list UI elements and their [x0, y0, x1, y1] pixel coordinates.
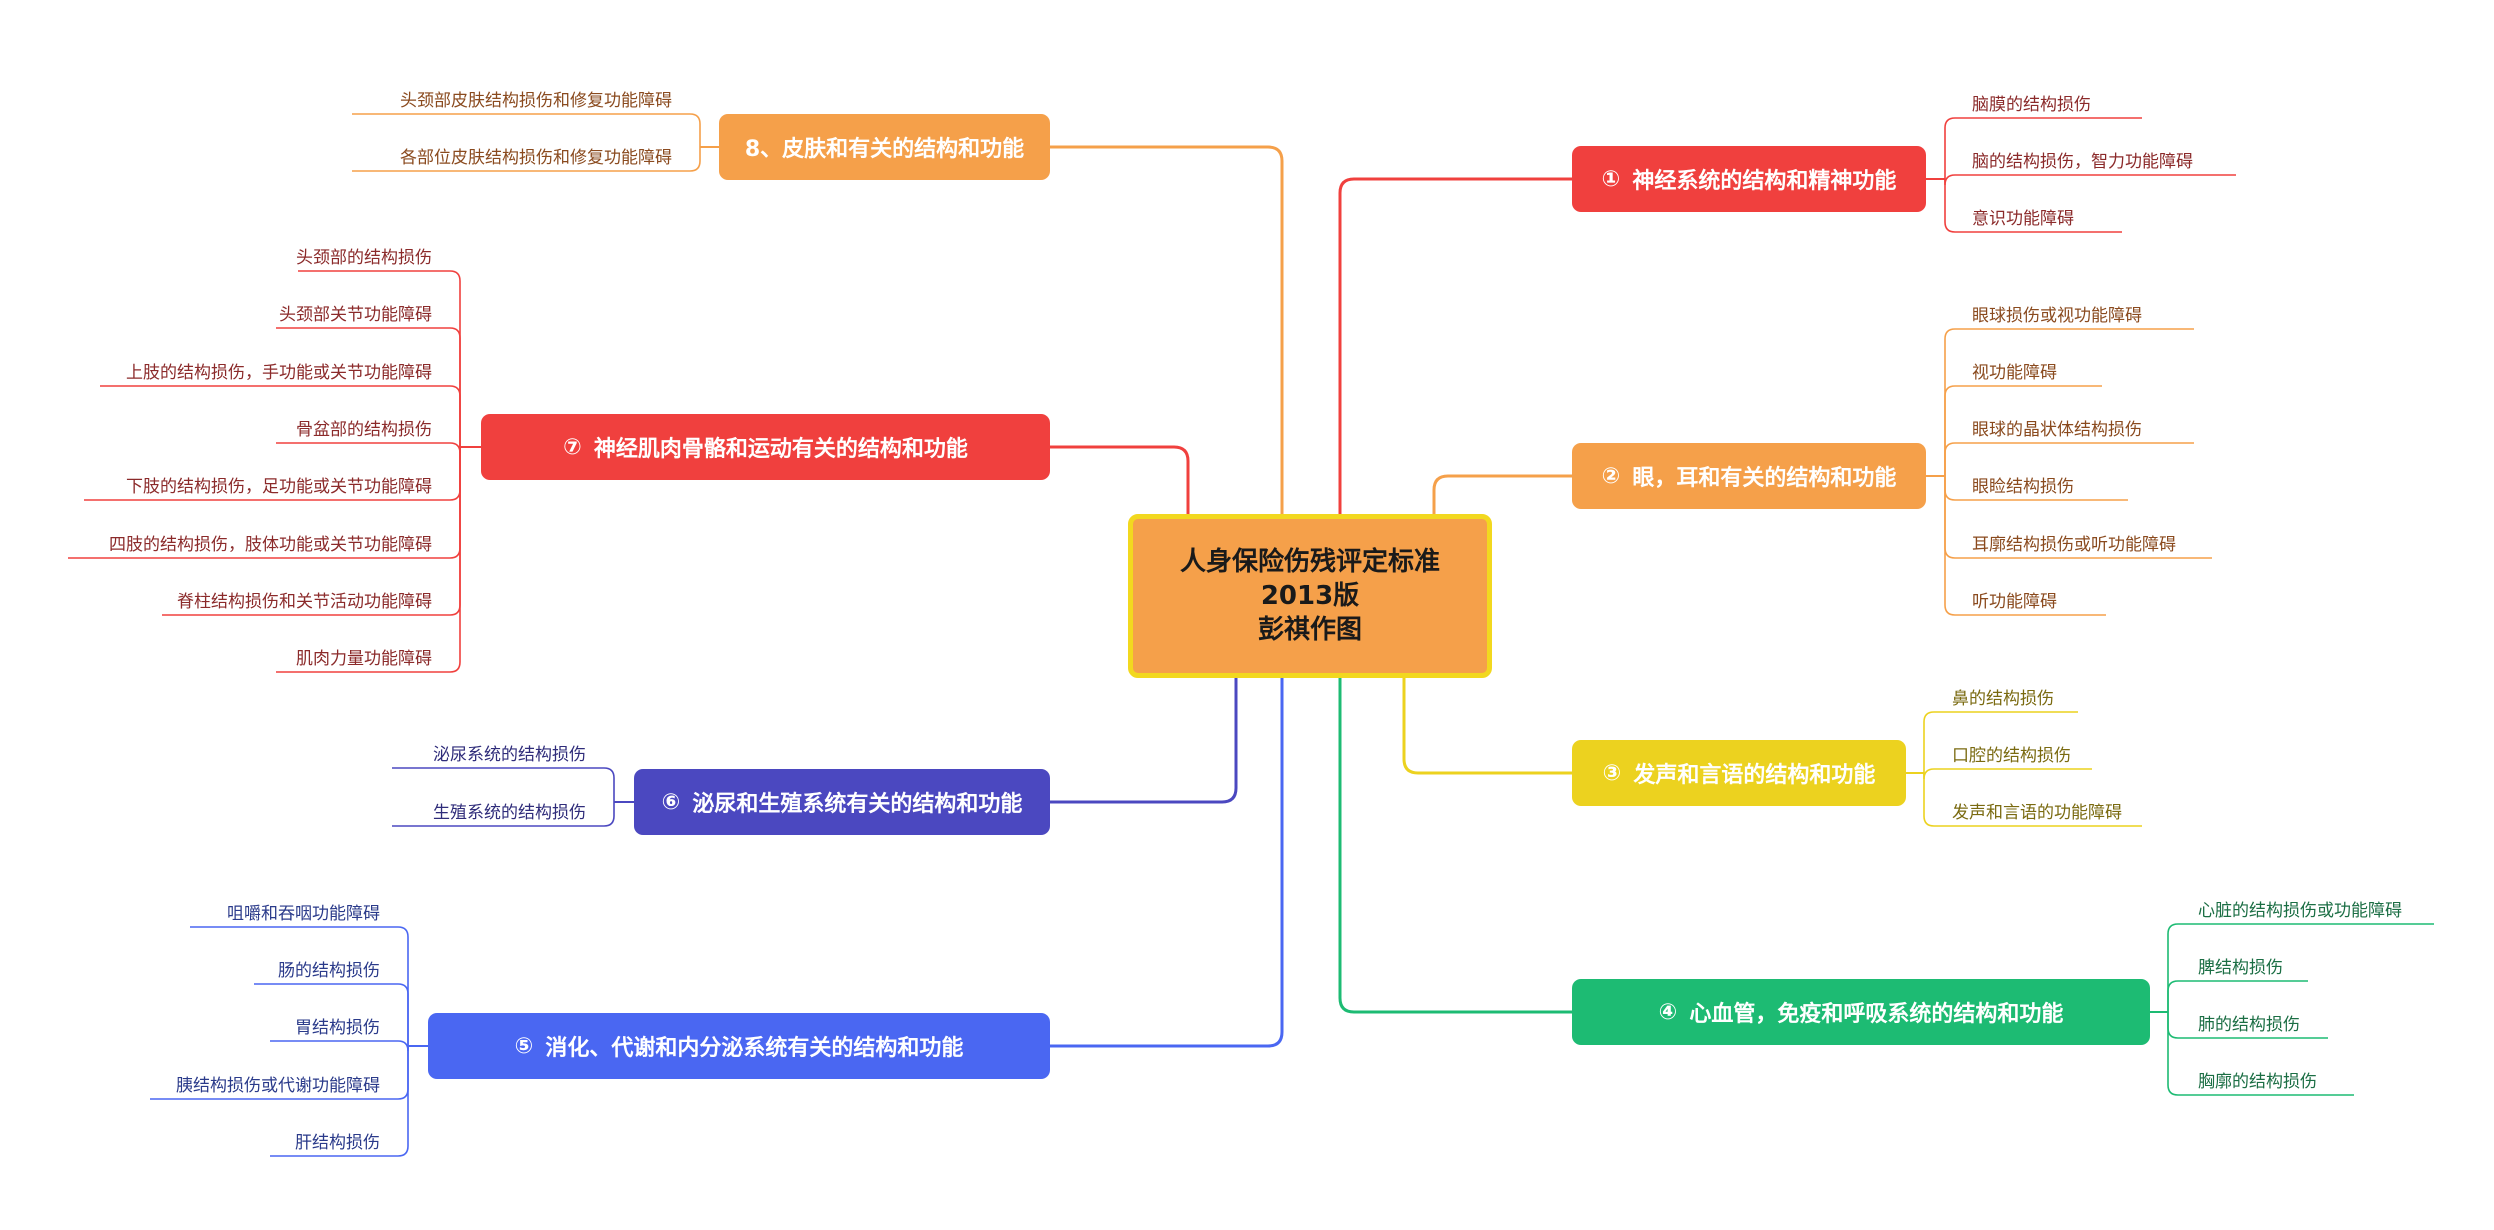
- leaf-connector: [190, 926, 409, 1046]
- branch-label: 神经肌肉骨骼和运动有关的结构和功能: [593, 437, 968, 462]
- leaf-connector: [1944, 328, 2194, 476]
- leaf-topic[interactable]: 各部位皮肤结构损伤和修复功能障碍: [400, 148, 672, 168]
- leaf-topic[interactable]: 骨盆部的结构损伤: [296, 420, 432, 440]
- leaf-connector: [1923, 711, 2078, 773]
- branch-node-8[interactable]: 8、皮肤和有关的结构和功能: [719, 114, 1050, 180]
- branch-label: 眼，耳和有关的结构和功能: [1632, 466, 1897, 491]
- branch-node-7[interactable]: ⑦ 神经肌肉骨骼和运动有关的结构和功能: [481, 414, 1050, 480]
- leaf-connector: [2167, 923, 2434, 1012]
- leaf-topic[interactable]: 脊柱结构损伤和关节活动功能障碍: [177, 592, 432, 612]
- leaf-connector: [1944, 117, 2142, 179]
- leaf-topic[interactable]: 脑膜的结构损伤: [1972, 95, 2091, 115]
- leaf-connector: [392, 767, 615, 802]
- leaf-topic[interactable]: 听功能障碍: [1972, 592, 2057, 612]
- leaf-topic[interactable]: 脑的结构损伤，智力功能障碍: [1972, 152, 2193, 172]
- leaf-topic[interactable]: 下肢的结构损伤，足功能或关节功能障碍: [126, 477, 432, 497]
- branch-number: ③: [1602, 760, 1622, 786]
- branch-connector-6: [1050, 678, 1238, 804]
- leaf-topic[interactable]: 肝结构损伤: [295, 1133, 380, 1153]
- leaf-connector: [1944, 179, 2122, 233]
- leaf-connector: [2167, 1012, 2354, 1096]
- branch-number: ①: [1601, 166, 1621, 192]
- central-topic[interactable]: 人身保险伤残评定标准 2013版 彭祺作图: [1128, 514, 1492, 678]
- leaf-topic[interactable]: 发声和言语的功能障碍: [1952, 803, 2122, 823]
- leaf-connector: [298, 270, 461, 447]
- branch-number: ②: [1601, 463, 1621, 489]
- branch-node-4[interactable]: ④ 心血管，免疫和呼吸系统的结构和功能: [1572, 979, 2150, 1045]
- branch-node-3[interactable]: ③ 发声和言语的结构和功能: [1572, 740, 1906, 806]
- leaf-topic[interactable]: 眼球损伤或视功能障碍: [1972, 306, 2142, 326]
- leaf-topic[interactable]: 肺的结构损伤: [2198, 1015, 2300, 1035]
- branch-label: 发声和言语的结构和功能: [1633, 763, 1876, 788]
- branch-connector-5: [1050, 678, 1284, 1048]
- leaf-connector: [276, 327, 461, 447]
- leaf-connector: [352, 147, 701, 172]
- leaf-connector: [1944, 476, 2106, 616]
- central-topic-version: 2013版: [1260, 581, 1360, 611]
- leaf-topic[interactable]: 眼睑结构损伤: [1972, 477, 2074, 497]
- leaf-connector: [1923, 768, 2092, 780]
- branch-connector-3: [1402, 678, 1572, 775]
- leaf-topic[interactable]: 胃结构损伤: [295, 1018, 380, 1038]
- leaf-topic[interactable]: 肠的结构损伤: [278, 961, 380, 981]
- leaf-topic[interactable]: 泌尿系统的结构损伤: [433, 745, 586, 765]
- leaf-topic[interactable]: 心脏的结构损伤或功能障碍: [2198, 901, 2402, 921]
- branch-node-5[interactable]: ⑤ 消化、代谢和内分泌系统有关的结构和功能: [428, 1013, 1050, 1079]
- branch-number: ⑦: [563, 434, 582, 460]
- branch-label: 消化、代谢和内分泌系统有关的结构和功能: [545, 1036, 964, 1061]
- leaf-topic[interactable]: 生殖系统的结构损伤: [433, 803, 586, 823]
- branch-connector-4: [1338, 678, 1572, 1014]
- leaf-topic[interactable]: 意识功能障碍: [1972, 209, 2074, 229]
- leaf-connector: [270, 1040, 409, 1052]
- leaf-topic[interactable]: 口腔的结构损伤: [1952, 746, 2071, 766]
- leaf-connector: [276, 442, 461, 454]
- branch-number: ⑤: [514, 1033, 534, 1059]
- branch-node-6[interactable]: ⑥ 泌尿和生殖系统有关的结构和功能: [634, 769, 1050, 835]
- branch-label: 心血管，免疫和呼吸系统的结构和功能: [1689, 1002, 2064, 1027]
- leaf-connector: [352, 113, 701, 147]
- leaf-topic[interactable]: 头颈部关节功能障碍: [279, 305, 432, 325]
- leaf-connector: [2167, 980, 2308, 1012]
- branch-label: 泌尿和生殖系统有关的结构和功能: [692, 792, 1023, 817]
- leaf-topic[interactable]: 四肢的结构损伤，肢体功能或关节功能障碍: [109, 535, 432, 555]
- leaf-topic[interactable]: 视功能障碍: [1972, 363, 2057, 383]
- leaf-topic[interactable]: 耳廓结构损伤或听功能障碍: [1972, 535, 2176, 555]
- branch-number: ④: [1658, 999, 1678, 1025]
- central-topic-author: 彭祺作图: [1257, 615, 1362, 645]
- leaf-topic[interactable]: 鼻的结构损伤: [1952, 689, 2054, 709]
- leaf-connector: [254, 983, 409, 1046]
- leaf-topic[interactable]: 头颈部的结构损伤: [296, 248, 432, 268]
- leaf-topic[interactable]: 头颈部皮肤结构损伤和修复功能障碍: [400, 91, 672, 111]
- leaf-topic[interactable]: 眼球的晶状体结构损伤: [1972, 420, 2142, 440]
- leaf-connector: [392, 802, 615, 827]
- leaf-connector: [100, 385, 461, 447]
- leaf-topic[interactable]: 胸廓的结构损伤: [2198, 1072, 2317, 1092]
- leaf-connector: [1944, 442, 2194, 476]
- branch-connector-1: [1338, 177, 1572, 678]
- branch-node-2[interactable]: ② 眼，耳和有关的结构和功能: [1572, 443, 1926, 509]
- leaf-connector: [1944, 174, 2236, 186]
- branch-connector-7: [1050, 445, 1190, 514]
- leaf-topic[interactable]: 脾结构损伤: [2198, 958, 2283, 978]
- leaf-connector: [1944, 385, 2102, 476]
- leaf-connector: [162, 447, 461, 616]
- branch-node-1[interactable]: ① 神经系统的结构和精神功能: [1572, 146, 1926, 212]
- leaf-connector: [276, 447, 461, 673]
- branch-connector-8: [1050, 145, 1284, 514]
- branch-connector-2: [1432, 474, 1572, 514]
- central-topic-title: 人身保险伤残评定标准: [1179, 547, 1440, 577]
- leaf-connector: [270, 1046, 409, 1157]
- branch-label: 神经系统的结构和精神功能: [1632, 169, 1897, 194]
- leaf-connector: [1923, 773, 2142, 827]
- leaf-topic[interactable]: 肌肉力量功能障碍: [296, 649, 432, 669]
- leaf-topic[interactable]: 上肢的结构损伤，手功能或关节功能障碍: [126, 363, 432, 383]
- branch-number: ⑥: [661, 789, 681, 815]
- leaf-topic[interactable]: 胰结构损伤或代谢功能障碍: [176, 1076, 380, 1096]
- leaf-topic[interactable]: 咀嚼和吞咽功能障碍: [227, 904, 380, 924]
- branch-label: 8、皮肤和有关的结构和功能: [744, 137, 1025, 162]
